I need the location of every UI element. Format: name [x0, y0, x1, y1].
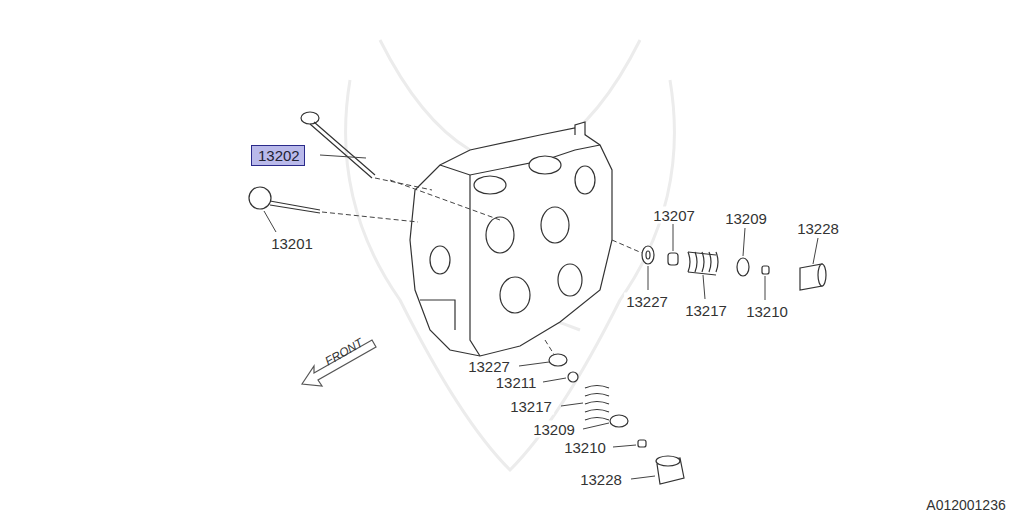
valves [249, 112, 375, 213]
callout-number: 13210 [744, 303, 790, 320]
callout-number: 13209 [723, 210, 769, 227]
callout-number: 13228 [795, 220, 841, 237]
callout-number: 13217 [508, 398, 554, 415]
upper-valve-train [642, 246, 826, 290]
leader-lines [264, 155, 818, 479]
assembly-lines [322, 178, 642, 356]
lower-valve-train [549, 354, 684, 484]
callout-number: 13211 [494, 374, 539, 391]
callout-number: 13201 [269, 235, 315, 252]
part-number: 13202 [258, 148, 298, 163]
callout-number: 13228 [578, 471, 624, 488]
callout-number: 13209 [531, 421, 577, 438]
callout-number: 13210 [562, 439, 608, 456]
figure-code: A012001236 [924, 497, 1007, 512]
highlight-box: 13202 [251, 145, 305, 166]
callout-number: 13207 [651, 207, 697, 224]
callout-number: 13217 [683, 302, 729, 319]
callout-number: 13227 [466, 358, 512, 375]
callout-number: 13227 [624, 293, 670, 310]
watermark-logo [346, 40, 675, 470]
cylinder-head [410, 122, 612, 356]
